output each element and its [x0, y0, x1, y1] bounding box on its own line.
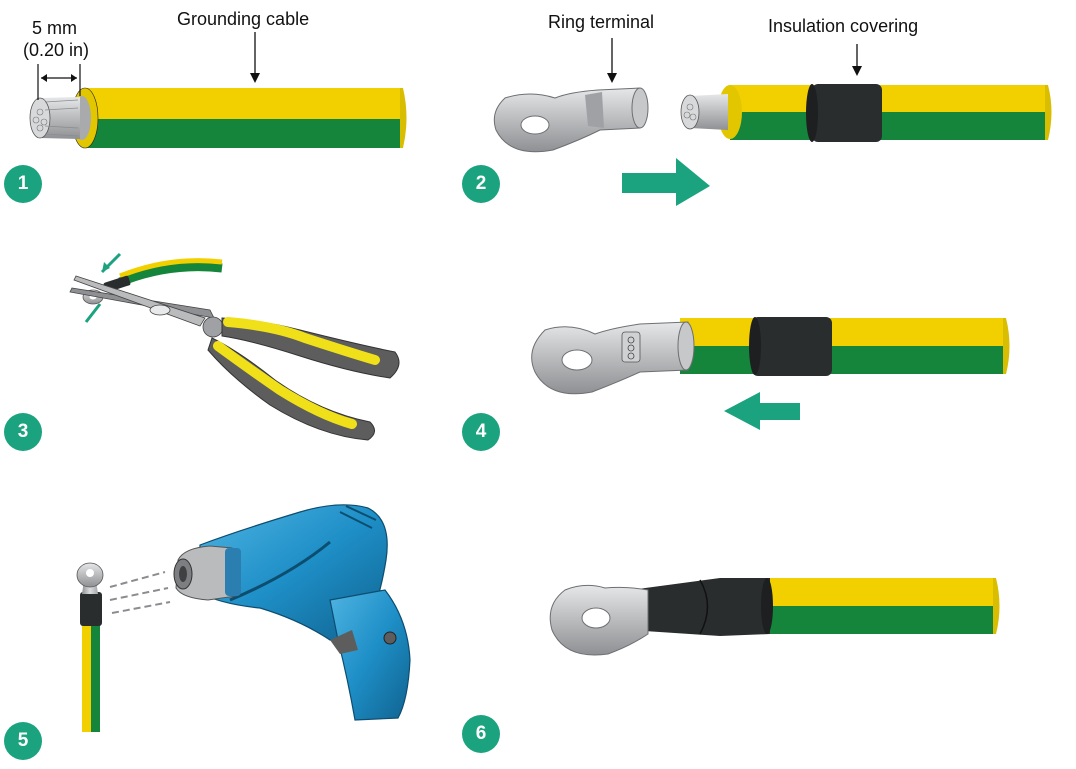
step-badge-2: 2 [462, 165, 500, 203]
step-badge-5: 5 [4, 722, 42, 760]
step-6-finished-assembly [549, 578, 1000, 656]
step-badge-4: 4 [462, 413, 500, 451]
step-5-heat-gun [76, 504, 411, 732]
step-badge-3: 3 [4, 413, 42, 451]
insulation-covering-label: Insulation covering [768, 16, 919, 36]
ring-terminal-label: Ring terminal [548, 12, 655, 32]
step-1-stripped-cable [29, 32, 407, 149]
step-4-terminal-on-cable [531, 317, 1010, 430]
step-2-terminal-and-cable [493, 38, 1052, 206]
step-3-crimping-pliers [69, 252, 400, 441]
step-badge-1: 1 [4, 165, 42, 203]
dimension-label-in: (0.20 in) [23, 40, 90, 60]
step-badge-6: 6 [462, 715, 500, 753]
dimension-label-mm: 5 mm [32, 18, 77, 38]
grounding-cable-label: Grounding cable [177, 9, 310, 29]
